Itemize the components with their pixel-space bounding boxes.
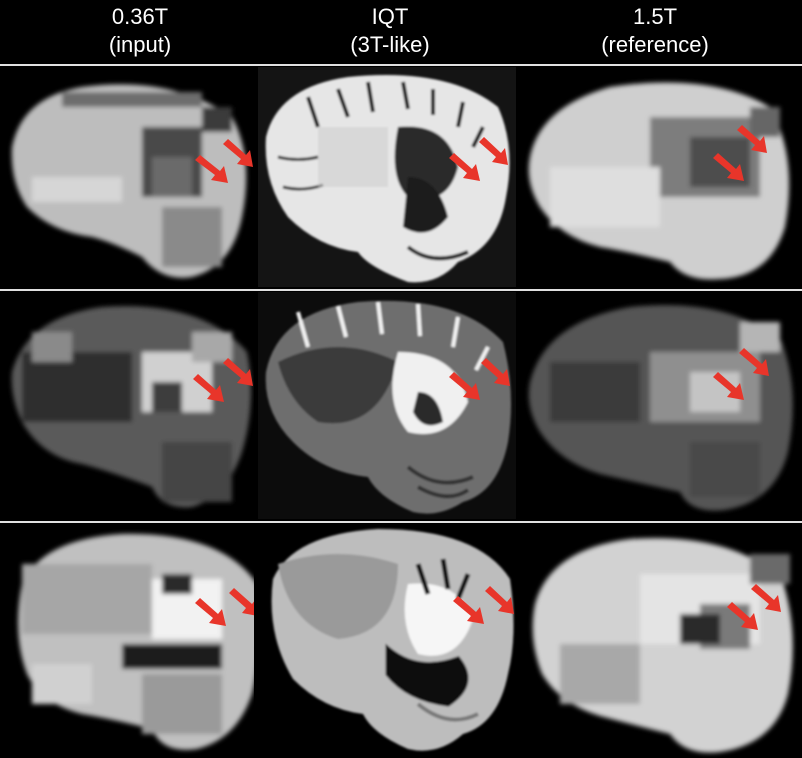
arrow-icon (739, 348, 769, 376)
mri-slice-row1-iqt (258, 67, 516, 287)
arrow-icon (485, 586, 514, 614)
arrow-icon (713, 153, 744, 181)
arrow-icon (751, 584, 781, 612)
mri-slice-row1-input-image (11, 84, 253, 278)
arrow-icon (737, 125, 767, 153)
mri-slice-row2-iqt (258, 292, 516, 519)
arrow-icon (195, 155, 228, 183)
mri-slice-row1-input (2, 67, 254, 287)
column-label-iqt-line1: IQT (371, 4, 409, 29)
divider-row-2 (0, 521, 802, 523)
mri-slice-row3-iqt (258, 524, 516, 758)
figure-header: 0.36T (input) IQT (3T-like) 1.5T (refere… (0, 0, 802, 64)
arrow-icon (195, 598, 226, 626)
column-label-input: 0.36T (input) (40, 3, 240, 59)
mri-slice-row3-input (2, 524, 254, 758)
column-label-reference-line1: 1.5T (632, 4, 678, 29)
arrow-icon (713, 372, 744, 400)
mri-slice-row3-reference (520, 524, 802, 758)
mri-slice-row2-reference (520, 292, 802, 519)
mri-slice-row2-input-image (11, 306, 253, 508)
column-label-input-line2: (input) (108, 32, 172, 57)
mri-slice-row2-reference-image (528, 305, 793, 511)
divider-top (0, 64, 802, 66)
mri-slice-row3-reference-image (532, 538, 793, 753)
divider-row-1 (0, 289, 802, 291)
arrow-icon (481, 358, 510, 386)
arrow-icon (449, 153, 480, 181)
arrow-icon (727, 602, 758, 630)
arrow-icon (453, 596, 484, 624)
mri-slice-row1-reference-image (528, 82, 790, 280)
column-label-reference-line2: (reference) (601, 32, 709, 57)
arrow-icon (479, 137, 508, 165)
mri-slice-row2-iqt-image (258, 292, 516, 519)
mri-slice-row3-input-image (18, 533, 254, 750)
mri-slice-row1-reference (520, 67, 802, 287)
arrow-icon (193, 374, 224, 402)
column-label-input-line1: 0.36T (111, 4, 169, 29)
mri-slice-row3-iqt-image (271, 529, 514, 751)
arrow-icon (229, 588, 254, 616)
column-label-iqt: IQT (3T-like) (290, 3, 490, 59)
column-label-reference: 1.5T (reference) (555, 3, 755, 59)
arrow-icon (449, 372, 480, 400)
arrow-icon (223, 358, 253, 386)
column-label-iqt-line2: (3T-like) (350, 32, 430, 57)
mri-slice-row2-input (2, 292, 254, 519)
mri-slice-row1-iqt-image (258, 67, 516, 287)
arrow-icon (223, 139, 253, 167)
